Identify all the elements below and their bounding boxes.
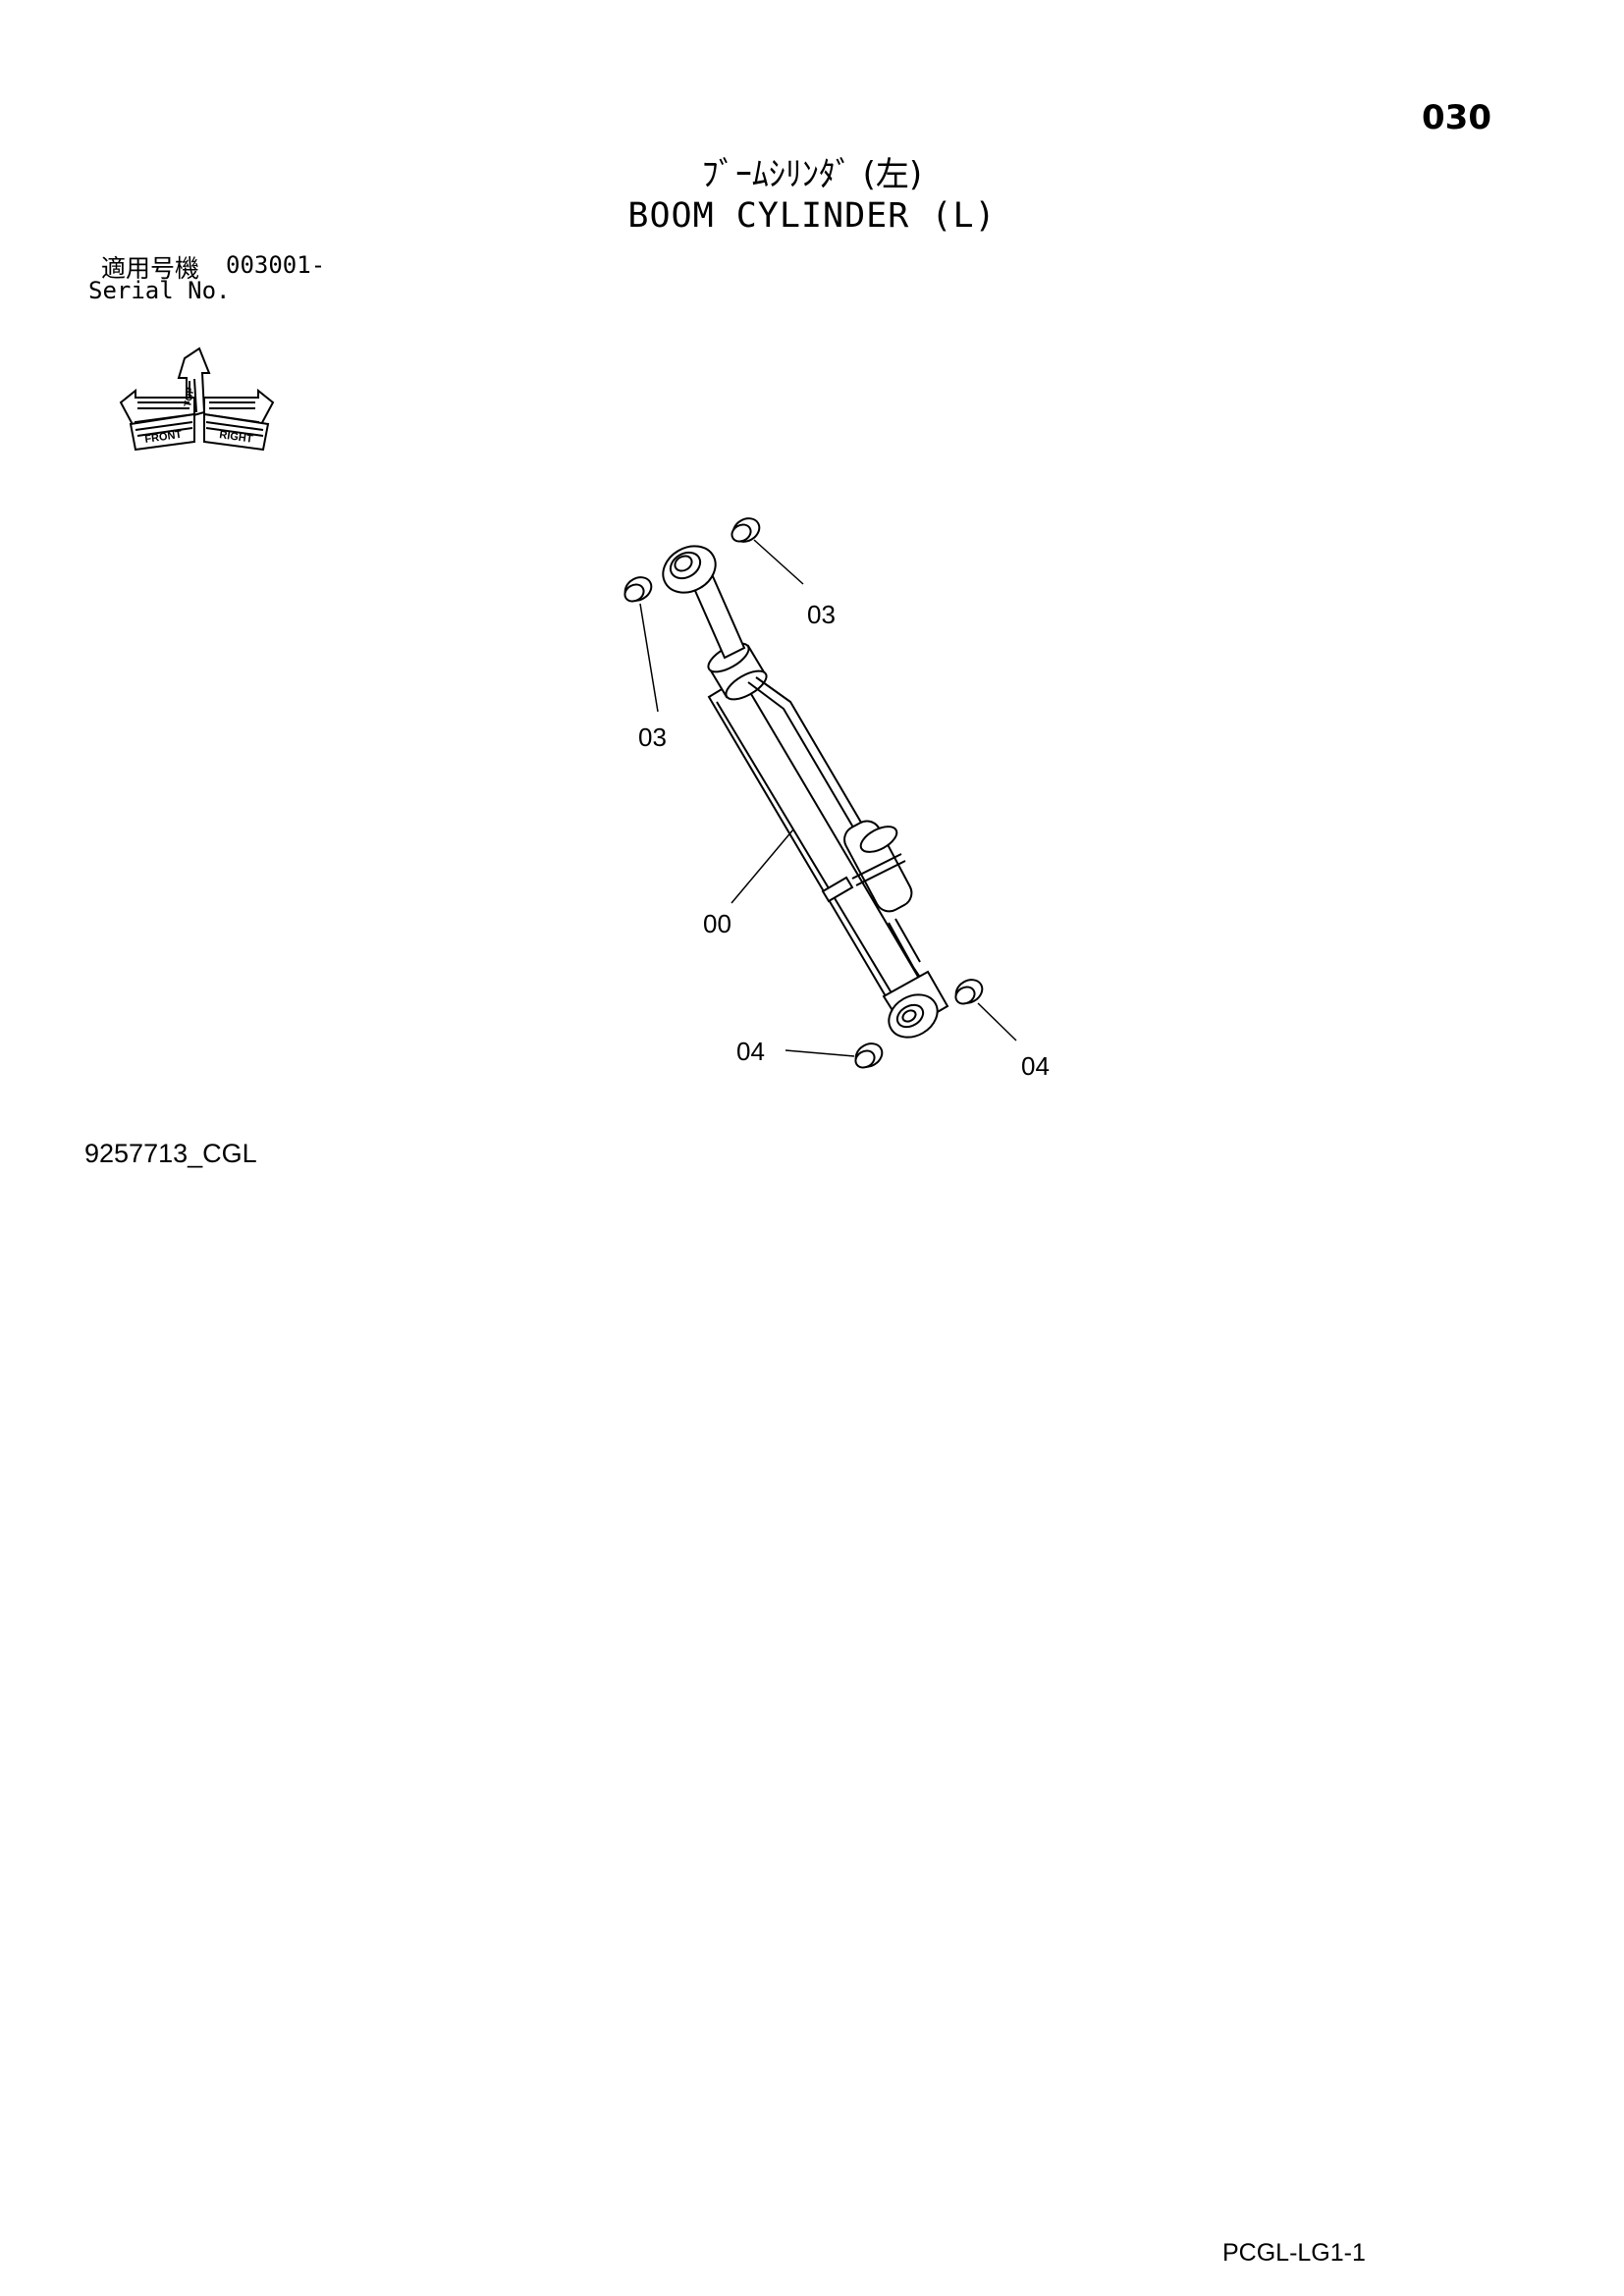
callout-03-upper-left: 03 (638, 722, 667, 752)
callout-00: 00 (703, 909, 731, 938)
bushing-04-lower-right (954, 979, 984, 1005)
bushing-03-upper-right (731, 517, 761, 543)
bushing-03-upper-left (623, 576, 653, 603)
leader-line-04-lower-right (977, 1002, 1017, 1041)
serial-number-value: 003001- (226, 251, 326, 279)
orientation-label-top: TOP (183, 386, 196, 407)
callout-04-lower-left: 04 (736, 1037, 765, 1066)
leader-line-04-lower-left (785, 1049, 855, 1057)
boom-cylinder-drawing: 03 03 00 04 04 (623, 517, 1050, 1081)
serial-label-english: Serial No. (88, 277, 231, 304)
callout-04-lower-right: 04 (1021, 1051, 1050, 1081)
leader-line-03-upper-right (753, 539, 804, 585)
title-english: BOOM CYLINDER (L) (627, 196, 997, 236)
leader-line-03-upper-left (639, 603, 659, 713)
orientation-label-front: FRONT (144, 429, 183, 446)
orientation-arrows-icon: FRONT RIGHT TOP (119, 347, 275, 452)
orientation-label-right: RIGHT (219, 429, 254, 446)
sheet-code: PCGL-LG1-1 (1222, 2239, 1366, 2267)
drawing-code: 9257713_CGL (84, 1139, 257, 1168)
title-japanese: ﾌﾞｰﾑｼﾘﾝﾀﾞ (左) (701, 155, 923, 194)
page-number: 030 (1422, 98, 1491, 137)
callout-03-upper-right: 03 (807, 600, 836, 629)
leader-line-00 (731, 828, 794, 904)
bushing-04-lower-left (854, 1042, 884, 1069)
serial-label-japanese: 適用号機 (101, 254, 200, 283)
